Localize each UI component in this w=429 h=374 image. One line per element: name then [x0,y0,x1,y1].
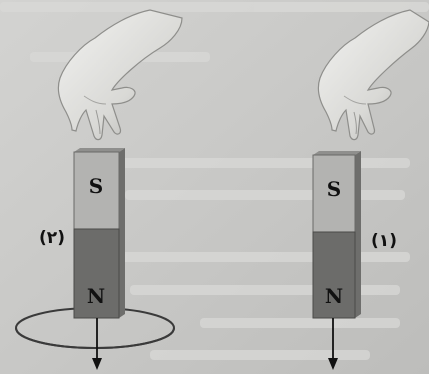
magnet-1-group: S N (١) [312,9,429,370]
magnet-2-label: (٢) [39,228,65,248]
magnet-top [313,151,361,155]
north-pole-label: N [87,284,105,308]
magnet-north-half [73,228,120,319]
magnet-top [74,148,125,152]
magnet-side [355,151,361,318]
bar-magnet-1: S N [312,151,361,319]
down-arrow-icon [92,318,102,370]
south-pole-label: S [89,174,103,198]
south-pole-label: S [327,177,341,201]
hand-icon [317,9,429,141]
magnet-north-half [312,231,356,319]
magnet-side [119,148,125,318]
bar-magnet-2: S N [73,148,125,319]
down-arrow-icon [328,318,338,370]
north-pole-label: N [325,284,343,308]
coil-ring-front [15,327,175,349]
magnet-south-half [73,151,120,230]
hand-icon [57,9,183,141]
magnet-1-label: (١) [371,231,397,251]
magnet-south-half [312,154,356,233]
magnet-2-group: S N (٢) [15,9,183,370]
